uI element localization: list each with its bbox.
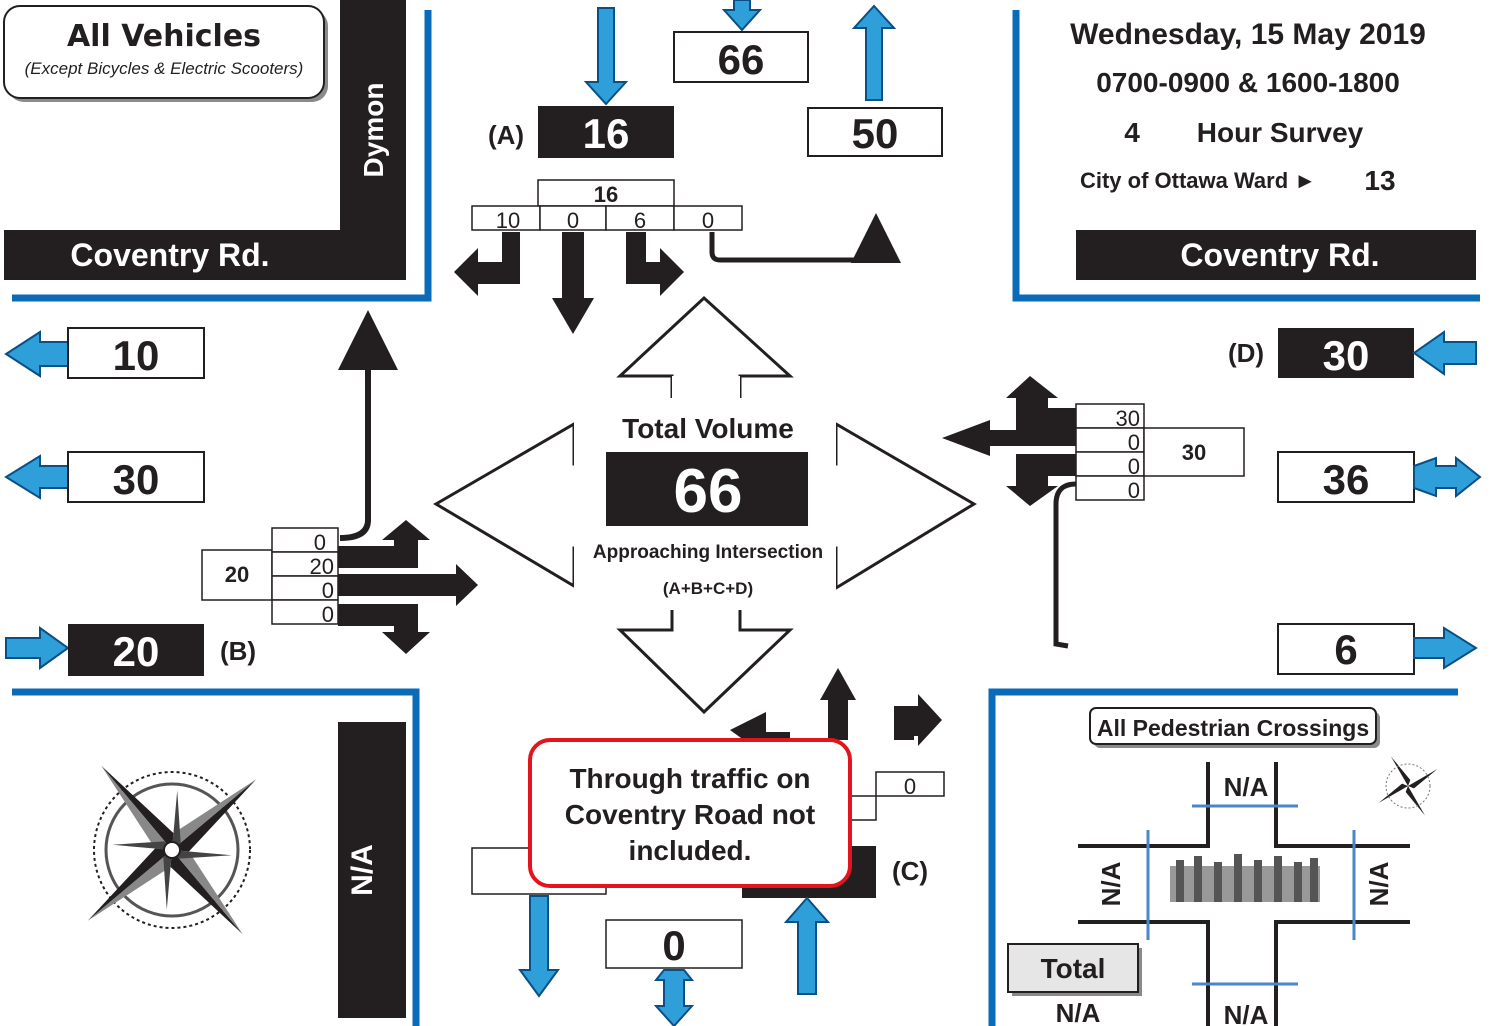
center-total: 66 [674,457,743,526]
corner-borders [12,10,1480,1026]
ped-south: N/A [1224,1000,1269,1026]
survey-date: Wednesday, 15 May 2019 [1070,18,1426,51]
survey-label: Hour Survey [1197,117,1364,148]
east-approach: 30 [1323,332,1370,379]
west-mv-4: 0 [322,602,334,627]
north-departing: 50 [852,110,899,157]
east-two-way: 36 [1323,456,1370,503]
note-line-1: Through traffic on [569,763,810,794]
ped-west: N/A [1096,861,1126,906]
survey-time-range: 0700-0900 & 1600-1800 [1096,67,1400,98]
ped-east: N/A [1364,861,1394,906]
street-coventry-east: Coventry Rd. [1180,237,1379,273]
east-label: (D) [1228,338,1264,368]
east-subtotal: 30 [1182,440,1206,465]
north-subtotal: 16 [594,182,618,207]
west-subtotal: 20 [225,562,249,587]
pedestrian-title: All Pedestrian Crossings [1097,715,1369,741]
vehicle-title: All Vehicles [67,19,261,54]
ward-number: 13 [1364,165,1395,196]
east-departing: 6 [1334,626,1357,673]
note-line-2: Coventry Road not [565,799,815,830]
ward-label: City of Ottawa Ward ► [1080,168,1316,193]
south-mv-visible: 0 [904,774,916,799]
note-box: Through traffic on Coventry Road not inc… [528,738,852,888]
ped-north: N/A [1224,772,1269,802]
ped-total-label: Total [1041,953,1106,984]
north-label: (A) [488,120,524,150]
north-two-way: 66 [718,36,765,83]
east-mv-3: 0 [1128,454,1140,479]
west-approach: 20 [113,628,160,675]
pedestrian-title-box: All Pedestrian Crossings [1089,707,1380,748]
crowd-icon [1170,854,1320,902]
west-label: (B) [220,636,256,666]
ped-total-value: N/A [1056,998,1101,1026]
small-compass-icon [1378,756,1438,816]
street-coventry-west: Coventry Rd. [70,237,269,273]
west-two-way: 30 [113,456,160,503]
west-mv-3: 0 [322,578,334,603]
street-dymon: Dymon [358,83,389,178]
north-mv-4: 0 [702,208,714,233]
west-departing: 10 [113,332,160,379]
south-two-way: 0 [662,922,685,969]
north-mv-2: 0 [567,208,579,233]
west-mv-2: 20 [310,554,334,579]
south-label: (C) [892,856,928,886]
east-mv-4: 0 [1128,478,1140,503]
west-mv-1: 0 [314,530,326,555]
street-sw: N/A [346,844,379,896]
survey-hours: 4 [1124,117,1140,148]
east-mv-2: 0 [1128,430,1140,455]
vehicle-subtitle: (Except Bicycles & Electric Scooters) [25,59,304,78]
north-mv-1: 10 [496,208,520,233]
east-mv-1: 30 [1116,406,1140,431]
center-title: Total Volume [622,413,794,444]
north-movement-arrows [454,232,684,334]
north-approach: 16 [583,110,630,157]
center-formula: (A+B+C+D) [663,579,753,598]
north-mv-3: 6 [634,208,646,233]
vehicle-title-box: All Vehicles (Except Bicycles & Electric… [3,5,328,102]
note-line-3: included. [629,835,752,866]
center-subtitle: Approaching Intersection [593,542,823,563]
compass-rose-icon [87,765,257,935]
